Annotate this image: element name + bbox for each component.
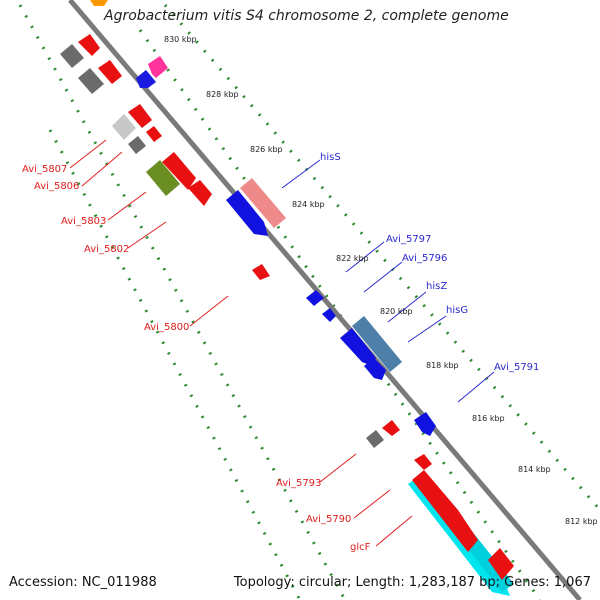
gene-magenta[interactable] <box>148 56 168 78</box>
chromosome-backbone <box>68 0 582 600</box>
kbp-label: 822 kbp <box>336 254 369 263</box>
gene-label[interactable]: hisZ <box>426 281 447 292</box>
gene-gray-2[interactable] <box>78 68 104 94</box>
gene-red-Avi_5793[interactable] <box>382 420 400 436</box>
gene-label[interactable]: glcF <box>350 542 371 553</box>
kbp-ticks: 830 kbp 828 kbp 826 kbp 824 kbp 822 kbp … <box>164 35 598 526</box>
gene-red-Avi_5800[interactable] <box>252 264 270 280</box>
outer-dotted-ring-right <box>163 4 600 511</box>
gene-blue-818[interactable] <box>364 358 386 380</box>
topology-summary: Topology: circular; Length: 1,283,187 bp… <box>233 575 591 590</box>
gene-red-Avi_5803[interactable] <box>162 152 196 190</box>
gene-label[interactable]: hisG <box>446 305 468 316</box>
kbp-label: 814 kbp <box>518 465 551 474</box>
kbp-label: 812 kbp <box>565 517 598 526</box>
gene-Avi_5791[interactable] <box>414 412 436 436</box>
gene-blue-830[interactable] <box>136 70 156 88</box>
gene-gray-3[interactable] <box>128 136 146 154</box>
kbp-label: 816 kbp <box>472 414 505 423</box>
gene-olive[interactable] <box>146 160 180 196</box>
kbp-label: 818 kbp <box>426 361 459 370</box>
gene-red-long-2[interactable] <box>488 548 514 580</box>
gene-Avi_5797[interactable] <box>306 290 324 306</box>
gene-blue-824[interactable] <box>226 190 268 236</box>
label-leaders <box>69 139 495 547</box>
gene-labels-right: hisS Avi_5797 Avi_5796 hisZ hisG Avi_579… <box>320 152 539 373</box>
gene-label[interactable]: Avi_5800 <box>144 322 189 333</box>
gene-red-Avi_5807[interactable] <box>128 104 152 128</box>
gene-red-2[interactable] <box>98 60 122 84</box>
kbp-label: 830 kbp <box>164 35 197 44</box>
kbp-label: 824 kbp <box>292 200 325 209</box>
gene-Avi_5796[interactable] <box>322 308 336 322</box>
gene-arrows <box>60 0 514 596</box>
outer-dotted-ring-left <box>18 4 347 600</box>
map-title: Agrobacterium vitis S4 chromosome 2, com… <box>104 8 509 24</box>
gene-hisG[interactable] <box>352 316 402 372</box>
gene-red-1[interactable] <box>78 34 100 56</box>
gene-hisS[interactable] <box>240 178 286 228</box>
accession-text: Accession: NC_011988 <box>9 575 157 590</box>
gene-red-Avi_5802[interactable] <box>188 180 212 206</box>
kbp-label: 826 kbp <box>250 145 283 154</box>
gene-label[interactable]: Avi_5791 <box>494 362 539 373</box>
gene-label[interactable]: Avi_5802 <box>84 244 129 255</box>
gene-labels-left: Avi_5807 Avi_5806 Avi_5803 Avi_5802 Avi_… <box>22 164 371 553</box>
gene-label[interactable]: Avi_5793 <box>276 478 321 489</box>
gene-gray-1[interactable] <box>60 44 84 68</box>
gene-label[interactable]: hisS <box>320 152 341 163</box>
gene-red-small[interactable] <box>146 126 162 142</box>
gene-orange[interactable] <box>90 0 108 6</box>
gene-label[interactable]: Avi_5790 <box>306 514 351 525</box>
gene-red-long[interactable] <box>412 470 478 552</box>
gene-label[interactable]: Avi_5796 <box>402 253 447 264</box>
gene-gray-Avi_5793[interactable] <box>366 430 384 448</box>
gene-label[interactable]: Avi_5807 <box>22 164 67 175</box>
gene-hisZ[interactable] <box>340 328 376 366</box>
kbp-label: 828 kbp <box>206 90 239 99</box>
gene-label[interactable]: Avi_5803 <box>61 216 106 227</box>
gene-lightgray[interactable] <box>112 114 136 140</box>
kbp-label: 820 kbp <box>380 307 413 316</box>
gene-label[interactable]: Avi_5797 <box>386 234 431 245</box>
gene-label[interactable]: Avi_5806 <box>34 181 79 192</box>
gene-red-Avi_5790[interactable] <box>414 454 432 470</box>
